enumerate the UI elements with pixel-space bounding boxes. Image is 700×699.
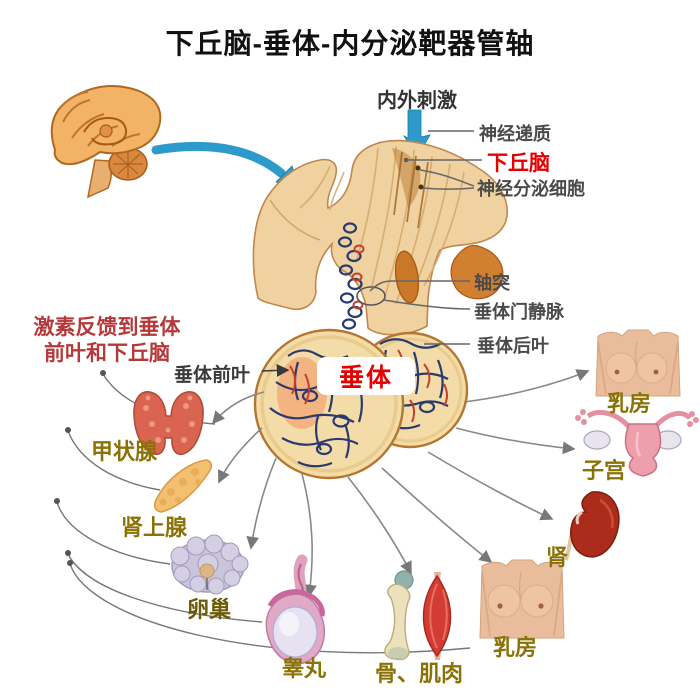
axon-label: 轴突 — [474, 273, 510, 293]
adrenal-label: 肾上腺 — [121, 515, 188, 540]
feedback-line-2: 前叶和下丘脑 — [44, 342, 170, 365]
arrow-to-kidney — [427, 451, 554, 521]
neurotransmitter-label: 神经递质 — [479, 124, 551, 144]
pituitary-label: 垂体 — [338, 364, 393, 392]
uterus-icon — [575, 409, 699, 477]
uterus-label: 子宫 — [582, 458, 627, 483]
pituitary-label-box: 垂体 — [317, 357, 415, 395]
pituitary-to-organ-arrows — [211, 369, 590, 598]
kidney-icon — [564, 491, 620, 561]
neurosecretory-line-1 — [419, 169, 475, 187]
bone-icon — [384, 570, 414, 661]
arrow-to-breast-bottom — [381, 467, 493, 563]
testis-icon — [265, 554, 326, 665]
feedback-text: 激素反馈到垂体 前叶和下丘脑 — [24, 315, 190, 367]
arrow-to-ovary — [246, 457, 277, 550]
kidney-label: 肾 — [546, 545, 569, 570]
adrenal-icon — [153, 459, 213, 513]
arrow-to-breast-right — [463, 369, 590, 403]
arrow-to-adrenal — [217, 427, 263, 484]
arrow-to-thyroid — [211, 391, 265, 425]
posterior-pituitary-label: 垂体后叶 — [477, 336, 549, 356]
portal-vein-label: 垂体门静脉 — [474, 302, 564, 322]
arrow-to-testis — [301, 473, 317, 598]
feedback-arc-ovary — [56, 501, 171, 565]
arrow-to-uterus — [455, 427, 576, 455]
neurosecretory-cells-label: 神经分泌细胞 — [477, 179, 585, 199]
brain-icon — [50, 85, 162, 199]
feedback-arc-dots — [54, 370, 106, 566]
muscle-icon — [422, 572, 452, 660]
neurosecretory-line-2 — [422, 187, 475, 190]
breast-right-icon — [595, 329, 681, 397]
anterior-pituitary-pointer — [261, 364, 290, 377]
thyroid-label: 甲状腺 — [91, 439, 158, 464]
bone-muscle-label: 骨、肌肉 — [375, 661, 464, 686]
anterior-pituitary-label: 垂体前叶 — [174, 365, 251, 386]
breast-bottom-label: 乳房 — [493, 635, 538, 660]
stimulus-label: 内外刺激 — [377, 90, 457, 112]
arrow-to-bone-muscle — [347, 476, 412, 575]
testis-label: 睾丸 — [282, 656, 327, 681]
breast-right-label: 乳房 — [607, 391, 652, 416]
axon-line — [369, 280, 470, 292]
ovary-label: 卵巢 — [187, 597, 232, 622]
thyroid-icon — [133, 391, 204, 456]
annotation-leader-lines — [369, 130, 482, 345]
hypothalamus-label: 下丘脑 — [487, 152, 550, 175]
page-title: 下丘脑-垂体-内分泌靶器管轴 — [165, 28, 535, 59]
portal-vein-line — [383, 299, 471, 310]
breast-bottom-icon — [479, 559, 565, 639]
feedback-arc-testis — [67, 553, 263, 623]
portal-vein-indicator-circle — [356, 286, 386, 306]
feedback-line-1: 激素反馈到垂体 — [33, 316, 181, 339]
feedback-arc-adrenal — [67, 430, 161, 491]
ovary-icon — [170, 534, 249, 595]
